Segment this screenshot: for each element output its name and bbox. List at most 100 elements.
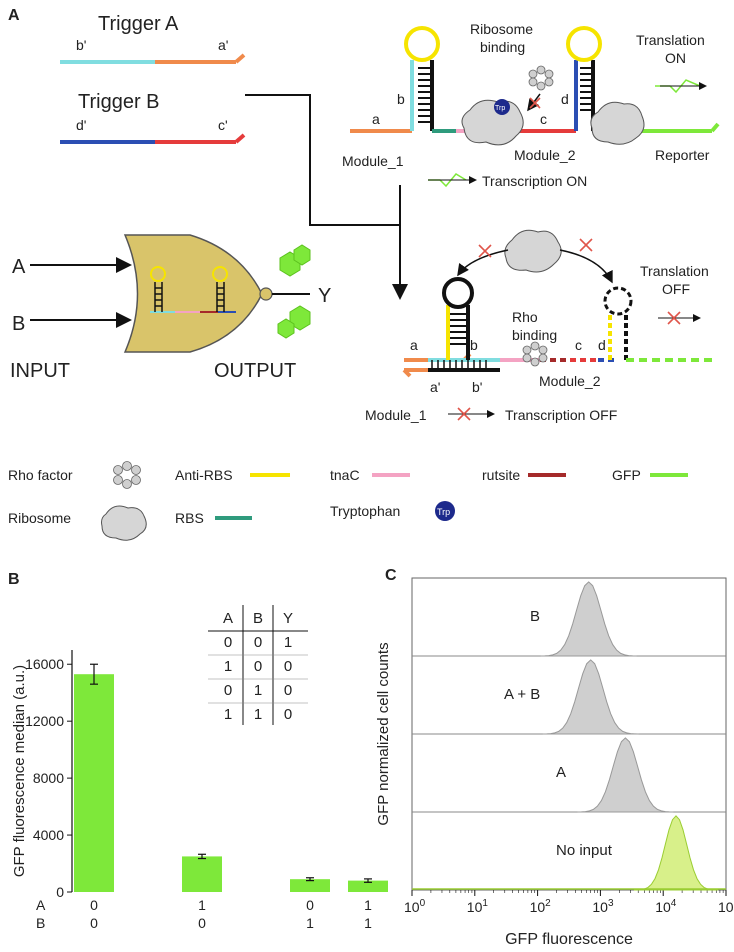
x-tick-label: 101 — [467, 898, 489, 915]
on-module-2: Module_2 — [514, 147, 576, 163]
x-category-b: 1 — [306, 915, 314, 931]
translation-on-line-1: Translation — [636, 32, 705, 48]
gate-output-y: Y — [318, 285, 331, 307]
nor-bubble — [259, 287, 273, 301]
legend-tnac-label: tnaC — [330, 467, 360, 483]
trigger-b: Trigger B d' c' — [60, 91, 246, 144]
trigger-b-left-label: d' — [76, 117, 86, 133]
truth-table-header: Y — [283, 610, 293, 627]
bar — [348, 880, 388, 892]
translation-off-line-1: Translation — [640, 263, 709, 279]
legend: Rho factor Ribosome Anti-RBS RBS tnaC Tr… — [8, 461, 688, 541]
trigger-a-title: Trigger A — [98, 13, 179, 35]
panel-label-a: A — [8, 7, 20, 24]
reporter-label: Reporter — [655, 147, 710, 163]
panel-label-c: C — [385, 567, 397, 584]
transcription-off-label: Transcription OFF — [505, 407, 617, 423]
x-category-b: 0 — [90, 915, 98, 931]
truth-table-cell: 1 — [254, 682, 262, 699]
gate-input-b: B — [12, 313, 25, 335]
x-category-a: 1 — [198, 897, 206, 913]
on-label-b: b — [397, 91, 405, 107]
trigger-a-right-label: a' — [218, 37, 228, 53]
trigger-b-right-label: c' — [218, 117, 228, 133]
x-category-a: 0 — [306, 897, 314, 913]
y-tick-label: 4000 — [33, 827, 64, 843]
truth-table-cell: 0 — [224, 682, 232, 699]
ribosome-icon — [101, 505, 147, 541]
legend-tryptophan-label: Tryptophan — [330, 503, 400, 519]
bar — [182, 856, 222, 892]
off-module-2: Module_2 — [539, 373, 601, 389]
x-tick-label: 104 — [655, 898, 677, 915]
x-tick-label: 100 — [404, 898, 426, 915]
cross-icon — [478, 238, 593, 258]
series-label: B — [530, 608, 540, 625]
tryptophan-icon — [494, 99, 510, 115]
histogram-peak — [633, 815, 719, 891]
series-label: No input — [556, 842, 613, 859]
y-tick-label: 0 — [56, 884, 64, 900]
rho-factor-icon — [113, 461, 141, 489]
on-label-a: a — [372, 111, 380, 127]
gfp-protein-icon — [277, 244, 311, 339]
truth-table-cell: 1 — [224, 658, 232, 675]
y-axis-label: GFP normalized cell counts — [375, 642, 392, 825]
transcription-on-label: Transcription ON — [482, 173, 587, 189]
truth-table-cell: 1 — [284, 634, 292, 651]
truth-table-header: B — [253, 610, 263, 627]
on-label-d: d — [561, 91, 569, 107]
series-label: A — [556, 764, 566, 781]
trigger-b-connector — [245, 94, 400, 226]
ribosome-icon — [590, 101, 645, 145]
y-tick-label: 16000 — [25, 656, 64, 672]
legend-rutsite-label: rutsite — [482, 467, 520, 483]
legend-rho-label: Rho factor — [8, 467, 73, 483]
series-label: A + B — [504, 686, 540, 703]
trp-label: Trp — [495, 105, 505, 112]
rho-binding-line-1: Rho — [512, 309, 538, 325]
truth-table-cell: 0 — [254, 658, 262, 675]
off-module-1: Module_1 — [365, 407, 427, 423]
y-axis-label: GFP fluorescence median (a.u.) — [11, 665, 28, 877]
ribosome-icon — [461, 99, 524, 146]
tryptophan-icon — [435, 501, 455, 521]
truth-table-cell: 0 — [284, 706, 292, 723]
ribosome-binding-line-2: binding — [480, 39, 525, 55]
nor-gate-body — [123, 234, 263, 353]
truth-table-cell: 1 — [224, 706, 232, 723]
truth-table-header: A — [223, 610, 233, 627]
truth-table-cell: 0 — [224, 634, 232, 651]
legend-anti-rbs-label: Anti-RBS — [175, 467, 233, 483]
trigger-a: Trigger A b' a' — [60, 13, 246, 64]
x-category-b: 1 — [364, 915, 372, 931]
off-label-b: b — [470, 337, 478, 353]
rho-factor-icon — [522, 341, 548, 367]
off-label-d: d — [598, 337, 606, 353]
anti-rbs-loop-2 — [566, 26, 602, 62]
nor-gate: A B Y INPUT OUTPUT — [10, 234, 331, 382]
x-tick-label: 102 — [530, 898, 552, 915]
x-category-a: 1 — [364, 897, 372, 913]
x-category-a: 0 — [90, 897, 98, 913]
ribosome-icon — [504, 229, 562, 273]
trigger-a-left-label: b' — [76, 37, 86, 53]
truth-table-cell: 1 — [254, 706, 262, 723]
panel-label-b: B — [8, 571, 20, 588]
translation-off-line-2: OFF — [662, 281, 690, 297]
legend-ribosome-label: Ribosome — [8, 510, 71, 526]
bar — [290, 879, 330, 892]
gate-input-a: A — [12, 256, 26, 278]
output-label: OUTPUT — [214, 360, 296, 382]
row-label-a: A — [36, 897, 46, 913]
x-tick-label: 103 — [592, 898, 614, 915]
anti-rbs-loop-1 — [404, 26, 440, 62]
input-label: INPUT — [10, 360, 70, 382]
off-label-a: a — [410, 337, 418, 353]
ribosome-binding-line-1: Ribosome — [470, 21, 533, 37]
x-tick-label: 105 — [718, 898, 734, 915]
histogram-peak — [577, 737, 674, 813]
